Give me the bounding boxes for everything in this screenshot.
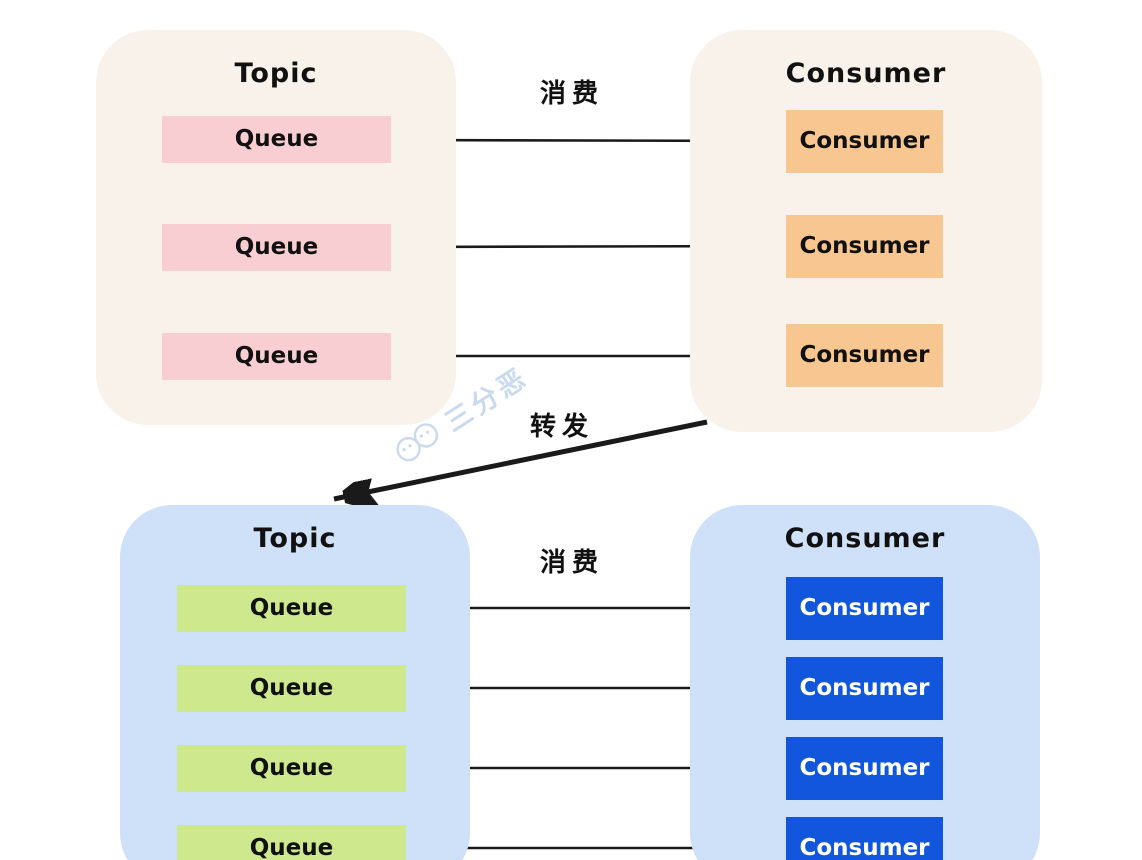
- bottom-queue-3: Queue: [177, 745, 406, 792]
- top-topic-container: Topic Queue Queue Queue: [96, 30, 456, 425]
- bottom-queue-2: Queue: [177, 665, 406, 712]
- bottom-consumer-1: Consumer: [786, 577, 943, 640]
- top-consumer-3: Consumer: [786, 324, 943, 387]
- bottom-queue-1: Queue: [177, 585, 406, 632]
- consume-label-top: 消费: [540, 79, 605, 109]
- bottom-consumer-4: Consumer: [786, 817, 943, 860]
- bottom-consumer-2: Consumer: [786, 657, 943, 720]
- top-queue-3: Queue: [162, 333, 391, 380]
- bottom-consumer-3: Consumer: [786, 737, 943, 800]
- top-queue-2: Queue: [162, 224, 391, 271]
- bottom-consumer-title: Consumer: [784, 523, 946, 554]
- watermark-doodle-icon: [396, 422, 438, 461]
- watermark: 三分恶: [385, 356, 535, 472]
- bottom-topic-title: Topic: [253, 523, 337, 554]
- top-queue-1: Queue: [162, 116, 391, 163]
- bottom-queue-4: Queue: [177, 825, 406, 860]
- top-consumer-title: Consumer: [785, 58, 947, 89]
- top-topic-title: Topic: [234, 58, 318, 89]
- forward-label: 转发: [530, 412, 595, 442]
- top-consumer-1: Consumer: [786, 110, 943, 173]
- consume-label-bottom: 消费: [540, 548, 605, 578]
- bottom-topic-container: Topic Queue Queue Queue Queue: [120, 505, 470, 860]
- bottom-consumer-container: Consumer Consumer Consumer Consumer Cons…: [690, 505, 1040, 860]
- forward-arrow: [333, 419, 708, 499]
- top-consumer-container: Consumer Consumer Consumer Consumer: [690, 30, 1042, 432]
- top-consumer-2: Consumer: [786, 215, 943, 278]
